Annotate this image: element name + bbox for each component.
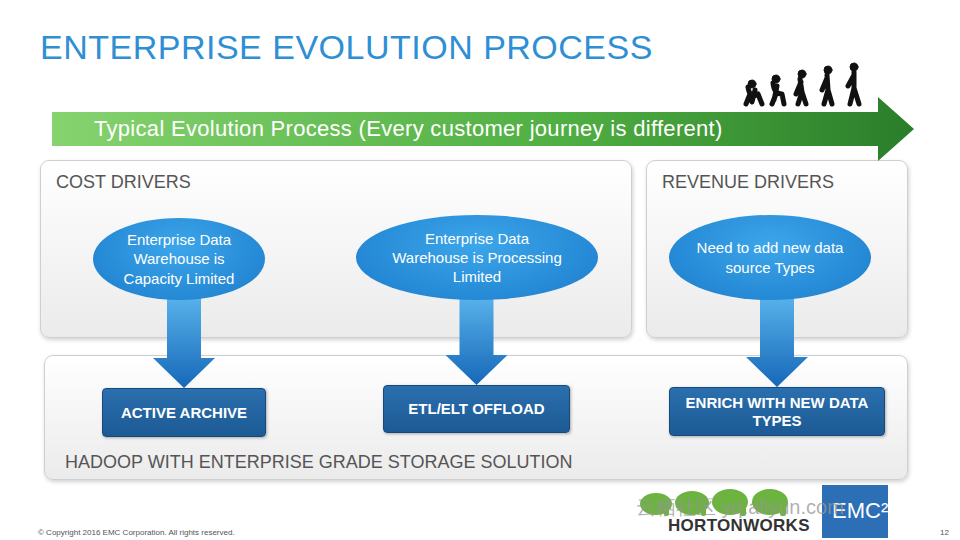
node-label: ENRICH WITH NEW DATA TYPES [670,394,884,430]
panel-heading: HADOOP WITH ENTERPRISE GRADE STORAGE SOL… [65,452,572,473]
solution-panel: HADOOP WITH ENTERPRISE GRADE STORAGE SOL… [44,355,908,480]
node-label: Need to add new data source Types [696,238,845,276]
solution-box: ETL/ELT OFFLOAD [383,385,570,433]
solution-box: ENRICH WITH NEW DATA TYPES [669,387,885,436]
node-label: ACTIVE ARCHIVE [113,404,255,422]
driver-panel: COST DRIVERS Enterprise Data Warehouse is… [40,160,632,338]
driver-panel: REVENUE DRIVERS Need to add new data sour… [646,160,908,338]
driver-ellipse: Enterprise Data Warehouse is Processing … [356,215,598,300]
copyright-note: © Copyright 2016 EMC Corporation. All ri… [38,528,235,537]
node-label: Enterprise Data Warehouse is Processing … [388,229,567,286]
panel-heading: REVENUE DRIVERS [662,172,834,193]
driver-ellipse: Need to add new data source Types [669,215,871,300]
node-label: Enterprise Data Warehouse is Capacity Li… [116,230,243,287]
process-banner-arrow: Typical Evolution Process (Every custome… [52,97,914,161]
evolution-icon [740,60,870,108]
watermark: 云栖社区 yq.aliyun.com [636,494,844,521]
hortonworks-logo-text: HORTONWORKS [668,516,810,536]
node-label: Typical Evolution Process (Every custome… [94,116,723,142]
node-label: ETL/ELT OFFLOAD [400,400,552,418]
driver-ellipse: Enterprise Data Warehouse is Capacity Li… [93,218,265,300]
solution-box: ACTIVE ARCHIVE [102,388,266,437]
page-number: 12 [940,528,949,537]
slide-title: ENTERPRISE EVOLUTION PROCESS [40,28,653,67]
panel-heading: COST DRIVERS [56,172,191,193]
